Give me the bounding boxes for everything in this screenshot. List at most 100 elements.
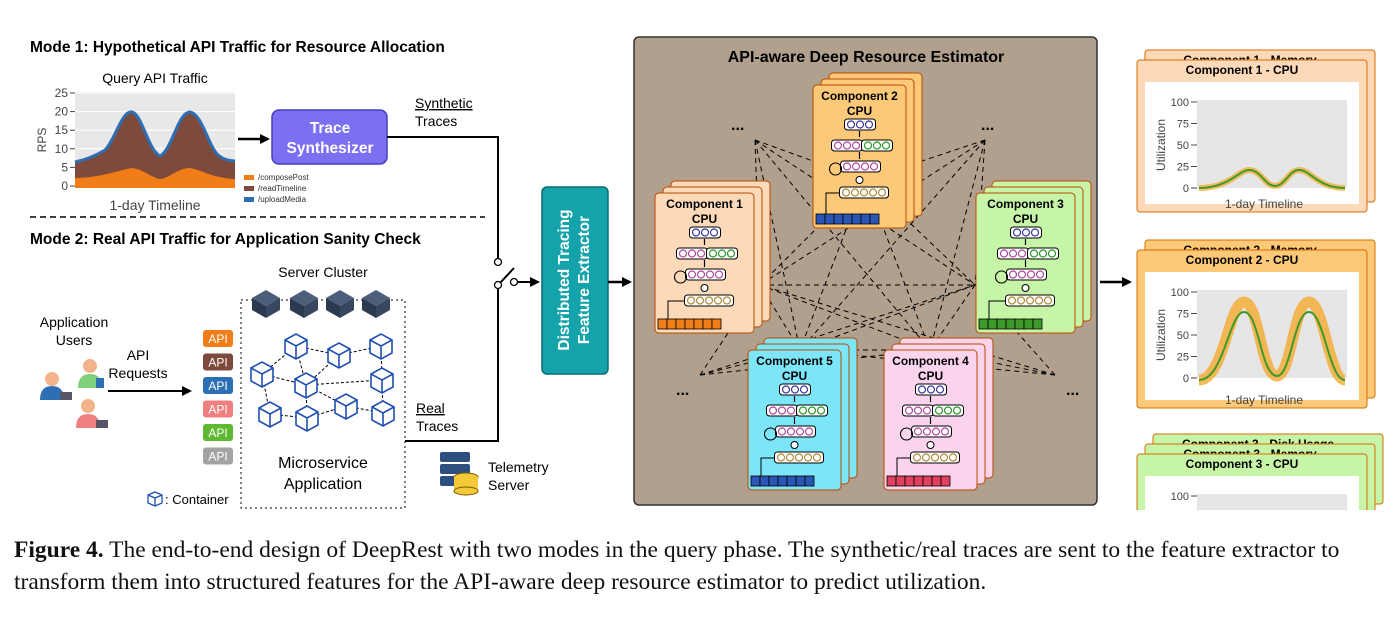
neuron [872,141,882,150]
neuron [1008,249,1018,258]
app-label-line2: Application [284,476,362,493]
neuron [846,120,856,129]
trace-synthesizer-box: Trace Synthesizer [271,109,388,165]
switch-pivot [509,277,519,287]
neuron [877,188,887,197]
synth-label-line2: Synthesizer [286,140,373,157]
recurrent-loop [994,270,1009,284]
cluster-title: Server Cluster [278,264,368,280]
neuron [912,453,922,462]
component-resource: CPU [918,369,943,383]
neuron [709,228,719,237]
input-feature-cell [804,475,815,487]
input-feature-cell [869,213,880,225]
ellipsis: ... [731,117,744,134]
requests-label-line1: API [127,347,150,363]
neuron [695,296,705,305]
input-feature-cell [1023,318,1034,330]
neuron [864,120,874,129]
neuron [917,385,927,394]
container-cube-icon [250,361,274,388]
input-connector [896,457,911,476]
container-cube-icon [258,401,282,428]
estimator-title: API-aware Deep Resource Estimator [728,49,1005,66]
neuron [799,385,809,394]
neuron [678,249,688,258]
neuron [904,406,914,415]
server-icon [252,290,280,318]
upload-media-line [74,110,236,164]
output-plot-area [1197,100,1347,188]
input-feature-cell [815,213,826,225]
switch-lever [499,267,515,284]
switch-contact-bottom [493,280,503,290]
users-label-line1: Application [40,314,109,330]
input-feature-cell [833,213,844,225]
output-y-label: Utilization [1154,119,1168,171]
api-chip-label: API [208,356,227,370]
input-feature-cell [702,318,713,330]
component-link [754,139,866,181]
api-chip-label: API [208,426,227,440]
ellipsis: ... [676,382,689,399]
neuron [851,141,861,150]
component-link [864,179,976,286]
component-link [864,139,986,181]
neuron [869,162,879,171]
extractor-label-line1: Distributed Tracing [556,209,573,350]
traffic-ytick: 20 [55,105,69,119]
neuron [798,406,808,415]
neuron [952,406,962,415]
input-feature-cell [786,475,797,487]
prediction-line [1198,310,1346,381]
traffic-ytick: 0 [61,179,68,193]
input-feature-cell [886,475,897,487]
input-feature-cell [675,318,686,330]
caption-label: Figure 4. [14,537,104,563]
output-ytick: 25 [1177,352,1189,364]
legend-swatch-compose [244,175,254,180]
switch-contact-top [493,257,503,267]
output-ytick: 25 [1177,162,1189,174]
component-link [759,179,866,286]
input-feature-cell [759,475,770,487]
input-feature-cell [904,475,915,487]
neuron [842,162,852,171]
component-link [699,284,976,376]
server-icon [362,290,390,318]
neuron [777,427,787,436]
traffic-ytick: 25 [55,86,69,100]
input-feature-cell [842,213,853,225]
neuron [1007,296,1017,305]
neuron [863,141,873,150]
output-y-label: Utilization [1154,309,1168,361]
component-link [754,139,976,286]
traffic-ytick: 15 [55,123,69,137]
neuron [795,427,805,436]
component-link [759,284,1056,376]
neuron [726,249,736,258]
neuron [1026,270,1036,279]
synthetic-label: Synthetic [415,95,473,111]
traffic-ytick: 5 [61,160,68,174]
container-cube-icon [327,342,351,369]
output-x-label: 1-day Timeline [1225,197,1303,211]
input-feature-cell [824,213,835,225]
api-chip-label: API [208,450,227,464]
component-resource: CPU [1013,212,1038,226]
neuron [922,406,932,415]
extractor-label-line2: Feature Extractor [576,216,593,344]
neuron [940,427,950,436]
neuron [687,249,697,258]
neuron [939,453,949,462]
cluster-boundary [240,299,406,509]
caption-text: The end-to-end design of DeepRest with t… [14,537,1340,595]
api-chip [203,353,233,371]
input-feature-cell [666,318,677,330]
gate-node [855,176,864,184]
output-panel-stack: Component 2 - MemoryComponent 2 - CPU100… [1136,239,1376,409]
component-link [754,139,931,351]
